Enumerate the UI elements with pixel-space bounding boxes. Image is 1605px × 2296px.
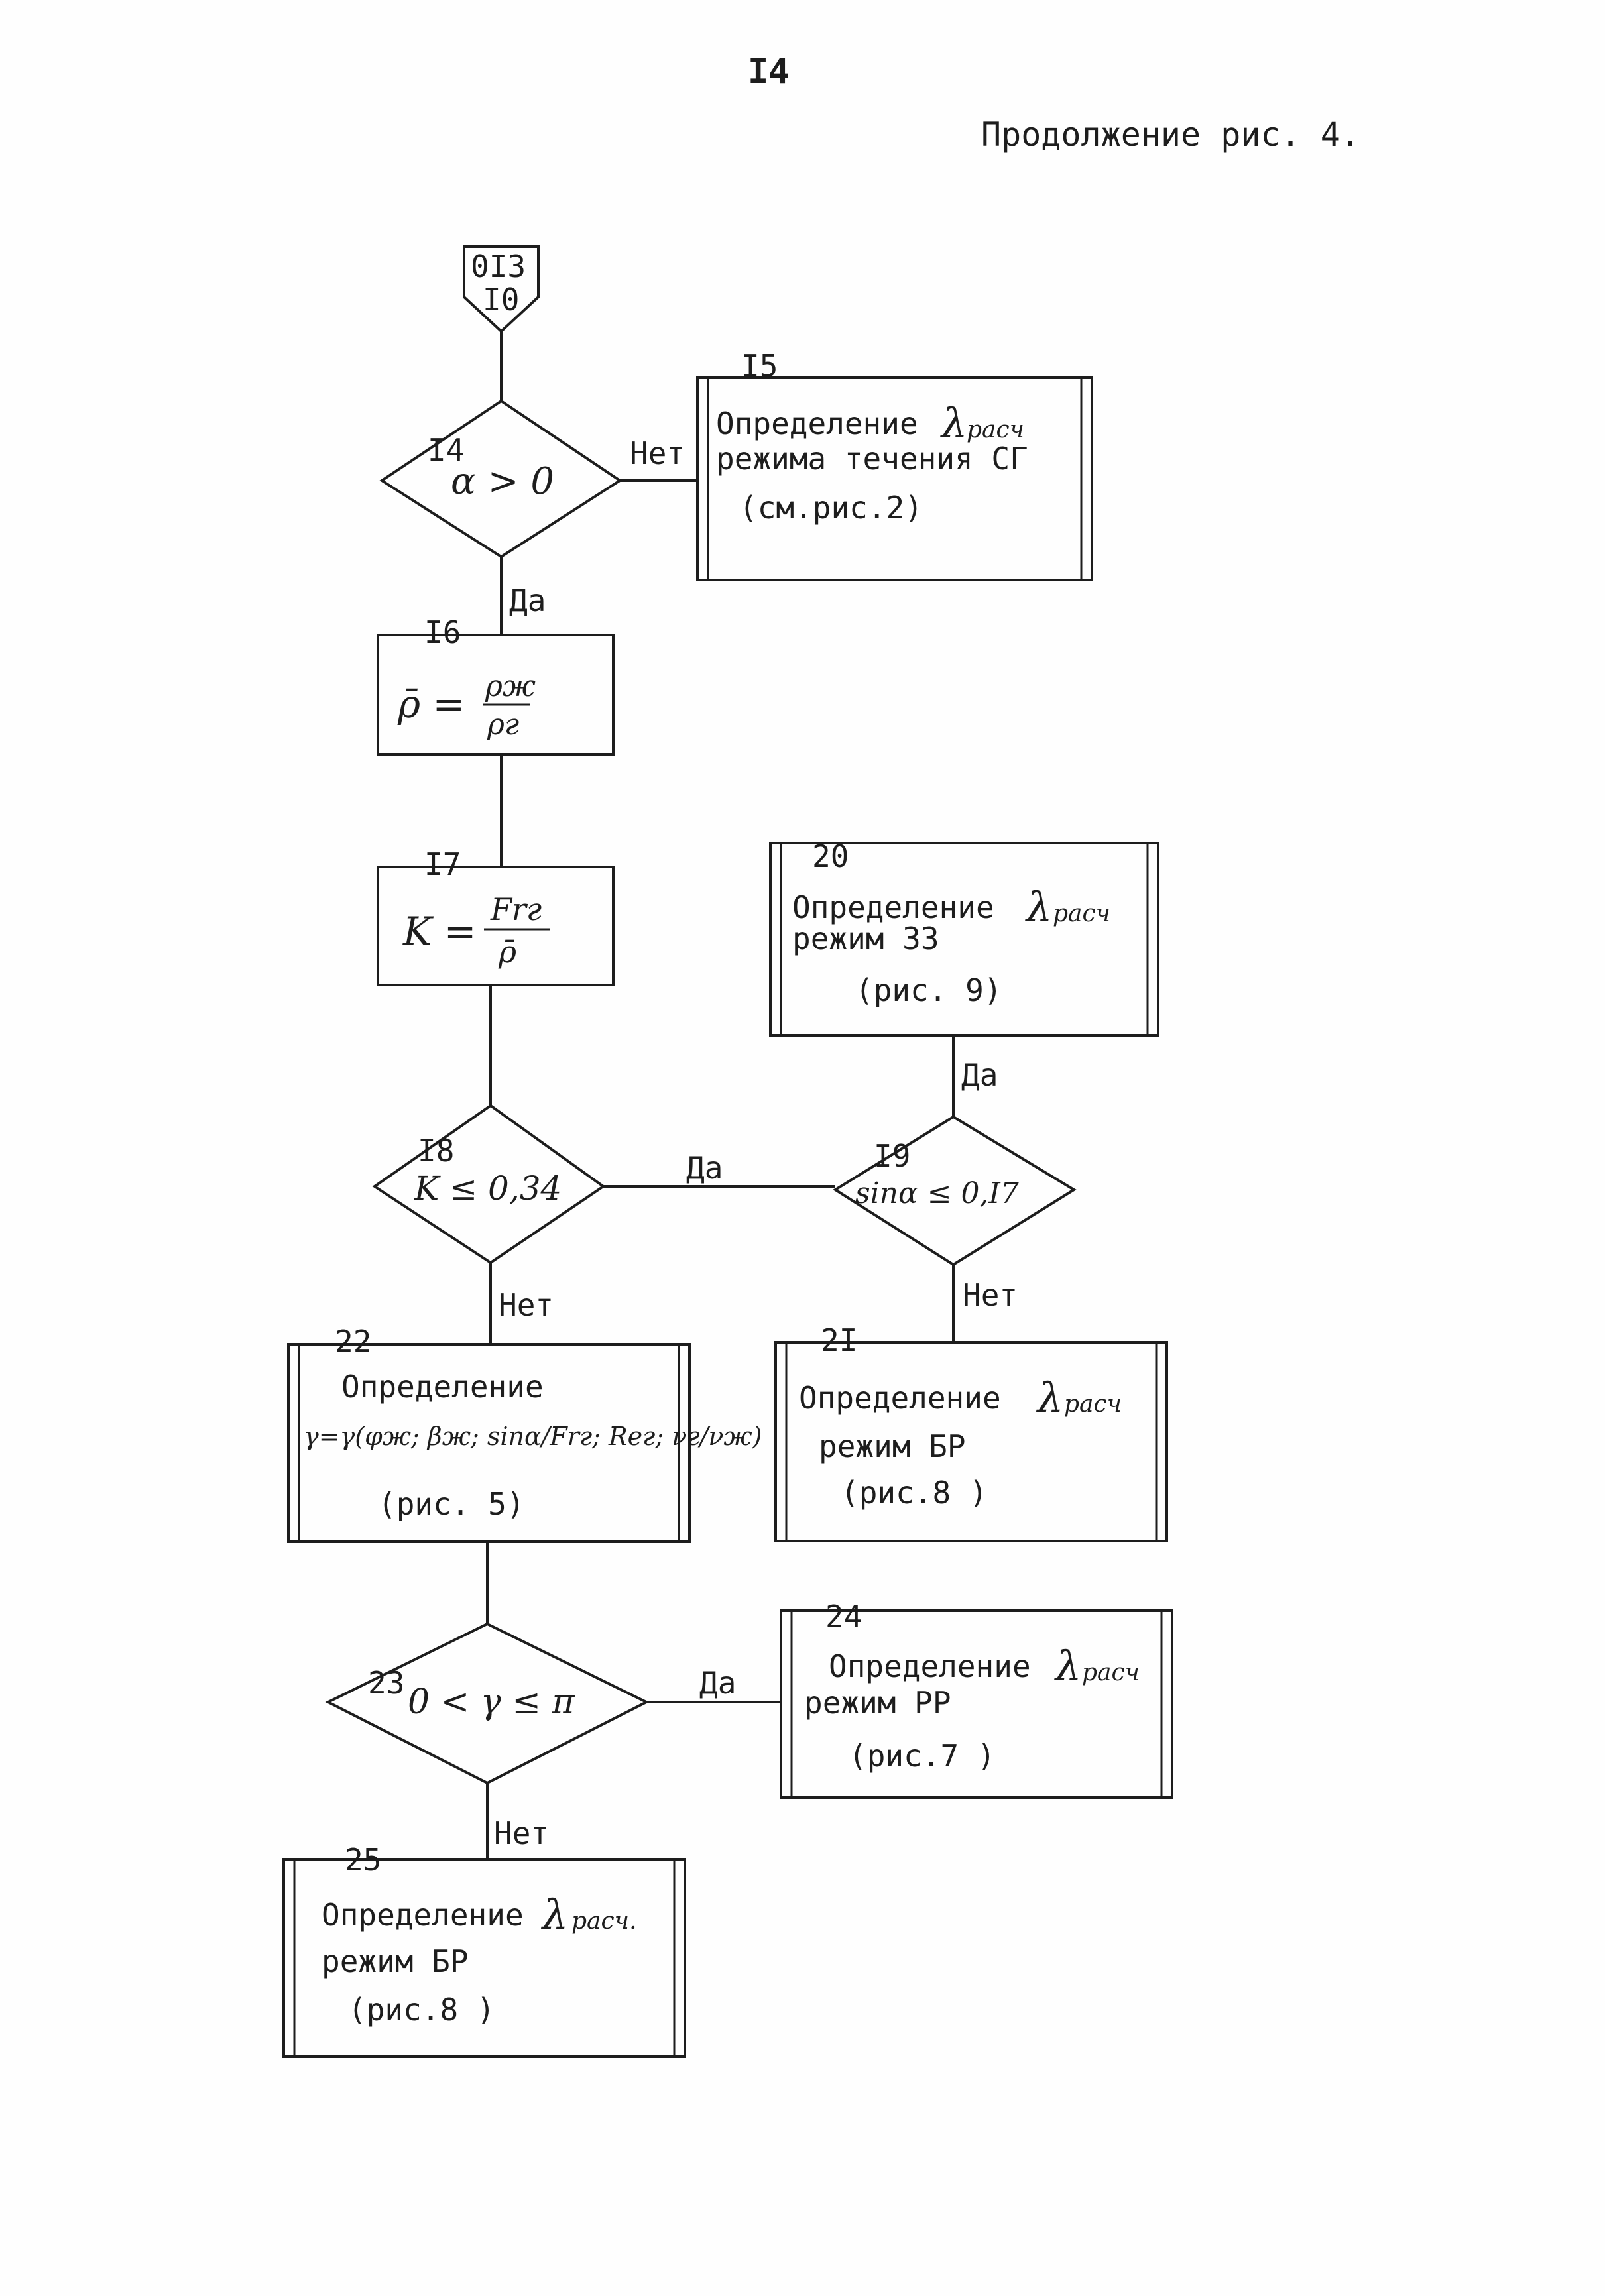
process-16: I6 ρ̄ = ρж ρг	[377, 614, 615, 756]
decision-23: 23 0 < γ ≤ π	[325, 1622, 650, 1785]
edge-label-no-19-21: Нет	[963, 1277, 1018, 1313]
process-20-line2: режим ЗЗ	[792, 921, 939, 956]
process-25-line2: режим БР	[322, 1943, 469, 1979]
process-25-line1: Определение	[322, 1897, 524, 1933]
offpage-connector: 0I3 I0	[463, 245, 540, 333]
page-number: I4	[748, 52, 790, 91]
process-24-line3: (рис.7 )	[849, 1738, 996, 1774]
process-21-number: 2I	[821, 1322, 857, 1358]
process-24-number: 24	[825, 1599, 862, 1635]
process-20-sub: расч	[1053, 900, 1110, 927]
process-17-number: I7	[424, 846, 461, 882]
process-22-line3: (рис. 5)	[378, 1486, 525, 1522]
edge-label-no-23-25: Нет	[494, 1815, 549, 1851]
process-22-line1: Определение	[341, 1369, 544, 1405]
process-16-number: I6	[424, 614, 461, 650]
connector-line2: I0	[483, 282, 519, 317]
process-16-lhs: ρ̄ =	[397, 681, 465, 726]
edge-label-yes-18-19: Да	[686, 1150, 723, 1186]
edge-label-no-14-15: Нет	[630, 435, 685, 471]
process-24-line2: режим РР	[804, 1685, 951, 1721]
decision-23-number: 23	[368, 1665, 404, 1701]
process-21: 2I Определение λ расч режим БР (рис.8 )	[774, 1322, 1168, 1542]
decision-14-expr: α > 0	[451, 460, 554, 503]
process-17: I7 K = Frг ρ̄	[377, 846, 615, 986]
process-15-line2: режима течения СГ	[716, 441, 1028, 477]
process-24-sub: расч	[1082, 1659, 1140, 1686]
process-15-line3: (см.рис.2)	[739, 490, 923, 526]
process-24-lambda: λ	[1053, 1642, 1081, 1690]
process-21-line3: (рис.8 )	[841, 1475, 988, 1511]
process-24-line1: Определение	[829, 1648, 1031, 1684]
decision-23-expr: 0 < γ ≤ π	[408, 1682, 575, 1722]
decision-18-expr: K ≤ 0,34	[414, 1169, 562, 1208]
process-20-lambda: λ	[1024, 883, 1052, 931]
decision-19-number: I9	[874, 1138, 910, 1174]
process-22-number: 22	[335, 1324, 371, 1359]
process-21-line2: режим БР	[819, 1428, 966, 1464]
decision-19-expr: sinα ≤ 0,I7	[855, 1177, 1019, 1210]
process-24: 24 Определение λ расч режим РР (рис.7 )	[780, 1599, 1173, 1799]
process-20-line3: (рис. 9)	[855, 972, 1002, 1008]
decision-18-number: I8	[418, 1133, 454, 1169]
process-16-numerator: ρж	[485, 669, 536, 703]
edge-label-no-18-22: Нет	[499, 1287, 554, 1323]
process-25-line3: (рис.8 )	[348, 1992, 495, 2028]
decision-14: I4 α > 0	[379, 399, 623, 559]
process-20-number: 20	[812, 838, 849, 874]
process-25-lambda: λ	[540, 1890, 568, 1939]
process-21-sub: расч	[1064, 1391, 1122, 1418]
decision-18: I8 K ≤ 0,34	[372, 1104, 606, 1265]
edge-label-yes-23-24: Да	[699, 1665, 736, 1701]
process-20: 20 Определение λ расч режим ЗЗ (рис. 9)	[769, 838, 1159, 1037]
connector-line1: 0I3	[471, 249, 526, 284]
edge-label-yes-19-20: Да	[961, 1057, 998, 1093]
process-15-sub: расч	[967, 416, 1024, 443]
process-17-lhs: K =	[402, 909, 476, 954]
decision-14-number: I4	[428, 432, 464, 468]
process-15-number: I5	[741, 348, 778, 384]
process-25-number: 25	[345, 1842, 381, 1878]
figure-caption: Продолжение рис. 4.	[981, 115, 1360, 154]
process-15: I5 Определение λ расч режима течения СГ …	[696, 348, 1093, 581]
process-15-line1: Определение	[716, 406, 918, 441]
decision-19: I9 sinα ≤ 0,I7	[833, 1115, 1077, 1267]
process-25-sub: расч.	[571, 1908, 637, 1935]
process-17-numerator: Frг	[490, 891, 542, 927]
process-21-line1: Определение	[799, 1380, 1001, 1416]
process-22-formula: γ=γ(φж; βж; sinα/Frг; Reг; νг/νж)	[304, 1422, 762, 1451]
edge-label-yes-14-16: Да	[509, 583, 546, 618]
process-25: 25 Определение λ расч. режим БР (рис.8 )	[282, 1842, 686, 2058]
process-17-denominator: ρ̄	[498, 934, 516, 970]
process-20-line1: Определение	[792, 890, 994, 925]
process-22: 22 Определение γ=γ(φж; βж; sinα/Frг; Reг…	[287, 1324, 762, 1543]
process-21-lambda: λ	[1036, 1373, 1063, 1422]
process-16-denominator: ρг	[487, 708, 519, 742]
process-15-lambda: λ	[939, 399, 967, 447]
